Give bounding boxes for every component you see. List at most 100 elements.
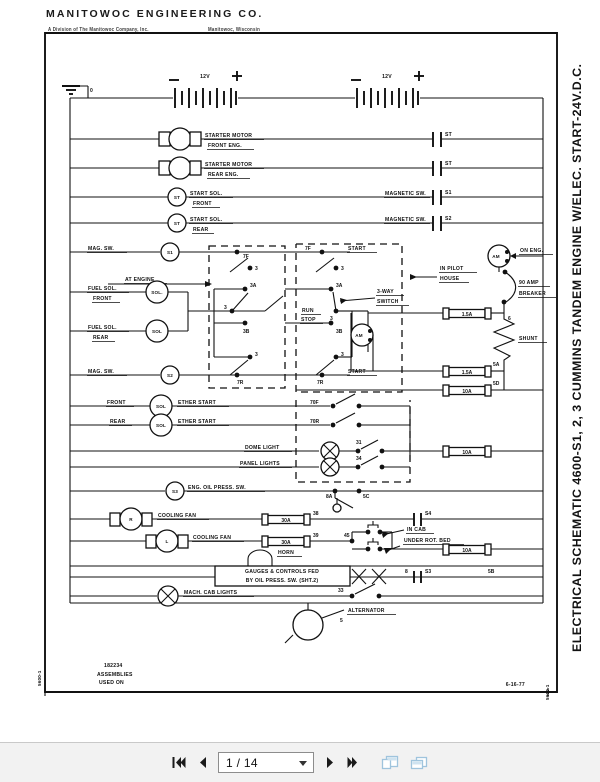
svg-text:MACH. CAB LIGHTS: MACH. CAB LIGHTS [184,590,238,596]
svg-text:3: 3 [341,266,344,272]
svg-text:34: 34 [356,456,362,462]
svg-text:START: START [348,369,366,375]
svg-text:38: 38 [313,511,319,517]
svg-text:S4: S4 [425,511,431,517]
svg-text:SOL: SOL [156,423,166,428]
svg-text:FRONT ENG.: FRONT ENG. [208,143,242,149]
svg-text:3B: 3B [243,329,250,335]
svg-text:MAG. SW.: MAG. SW. [88,246,114,252]
svg-text:30A: 30A [281,518,291,524]
svg-text:DOME LIGHT: DOME LIGHT [245,445,280,451]
svg-text:SOL: SOL [156,404,166,409]
schematic-drawing: .w { stroke:#111; stroke-width:1.1; fill… [37,32,558,700]
two-page-icon [410,756,428,769]
svg-text:ALTERNATOR: ALTERNATOR [348,608,385,614]
svg-text:3A: 3A [250,283,257,289]
svg-text:3: 3 [255,266,258,272]
svg-text:BREAKER: BREAKER [519,291,546,297]
svg-text:BY OIL PRESS. SW. (SHT.2): BY OIL PRESS. SW. (SHT.2) [246,578,319,584]
svg-text:ST: ST [445,161,453,167]
svg-text:3: 3 [255,352,258,358]
svg-text:31: 31 [356,440,362,446]
svg-text:R: R [129,517,133,522]
svg-text:UNDER ROT. BED: UNDER ROT. BED [404,538,451,544]
svg-text:L: L [165,539,168,544]
svg-text:33: 33 [338,588,344,594]
svg-text:7F: 7F [305,246,311,252]
svg-text:1.5A: 1.5A [462,312,473,318]
svg-text:8: 8 [405,569,408,575]
chevron-left-icon [199,757,206,768]
svg-text:START SOL.: START SOL. [190,217,223,223]
page-number-input[interactable]: 1 / 14 [218,752,314,773]
svg-text:IN CAB: IN CAB [407,527,426,533]
single-page-icon [381,755,399,769]
svg-text:7R: 7R [317,380,324,386]
last-page-button[interactable] [345,753,362,773]
svg-text:5D: 5D [493,381,500,387]
svg-text:S2: S2 [445,216,452,222]
svg-text:START SOL.: START SOL. [190,191,223,197]
single-page-view-button[interactable] [379,752,401,774]
company-header: MANITOWOC ENGINEERING CO. [46,8,264,20]
svg-text:FUEL SOL.: FUEL SOL. [88,325,117,331]
svg-text:REAR: REAR [93,335,109,341]
svg-text:S2: S2 [167,373,173,378]
svg-text:ETHER START: ETHER START [178,419,217,425]
company-location-subtitle: Manitowoc, Wisconsin [208,26,261,33]
svg-text:FRONT: FRONT [107,400,126,406]
next-page-button[interactable] [321,753,338,773]
svg-text:FUEL SOL.: FUEL SOL. [88,286,117,292]
svg-text:5600-1: 5600-1 [37,670,42,686]
svg-text:MAGNETIC SW.: MAGNETIC SW. [385,191,426,197]
two-page-view-button[interactable] [408,752,430,774]
svg-text:70R: 70R [310,419,320,425]
svg-text:ETHER START: ETHER START [178,400,217,406]
svg-text:7F: 7F [243,254,249,260]
svg-text:ON ENG.: ON ENG. [520,248,544,254]
svg-text:REAR: REAR [193,227,209,233]
svg-text:AT ENGINE: AT ENGINE [125,277,155,283]
svg-text:SHUNT: SHUNT [519,336,538,342]
svg-text:3-WAY: 3-WAY [377,289,394,295]
previous-page-button[interactable] [194,753,211,773]
svg-text:5A: 5A [493,362,500,368]
svg-text:0: 0 [90,88,93,94]
svg-text:MAGNETIC SW.: MAGNETIC SW. [385,217,426,223]
svg-text:IN PILOT: IN PILOT [440,266,464,272]
svg-text:S1: S1 [167,250,173,255]
svg-text:10A: 10A [462,389,472,395]
svg-text:5B: 5B [488,569,495,575]
svg-text:USED ON: USED ON [99,680,124,686]
svg-text:6: 6 [508,316,511,322]
chevron-down-icon[interactable] [299,760,307,766]
first-page-button[interactable] [170,753,187,773]
svg-text:ST: ST [445,132,453,138]
svg-text:S3: S3 [425,569,431,575]
svg-text:STOP: STOP [301,317,316,323]
svg-text:PANEL LIGHTS: PANEL LIGHTS [240,461,280,467]
svg-text:5C: 5C [363,494,370,500]
svg-text:AM: AM [355,333,363,338]
svg-text:REAR ENG.: REAR ENG. [208,172,239,178]
svg-text:1.5A: 1.5A [462,370,473,376]
svg-text:8A: 8A [326,494,333,500]
svg-text:3: 3 [224,305,227,311]
svg-text:S3: S3 [172,489,178,494]
svg-text:39: 39 [313,533,319,539]
svg-text:182234: 182234 [104,663,123,669]
svg-text:3: 3 [341,352,344,358]
svg-text:HORN: HORN [278,550,294,556]
svg-text:S1: S1 [445,190,452,196]
svg-text:RUN: RUN [302,308,314,314]
svg-text:45: 45 [344,533,350,539]
chevron-right-icon [326,757,333,768]
pdf-toolbar: 1 / 14 [0,742,600,782]
svg-text:ENG. OIL PRESS. SW.: ENG. OIL PRESS. SW. [188,485,246,491]
svg-text:10A: 10A [462,548,472,554]
svg-text:MAG. SW.: MAG. SW. [88,369,114,375]
svg-text:SWITCH: SWITCH [377,299,399,305]
svg-text:ST: ST [174,195,180,200]
svg-text:STARTER MOTOR: STARTER MOTOR [205,133,252,139]
